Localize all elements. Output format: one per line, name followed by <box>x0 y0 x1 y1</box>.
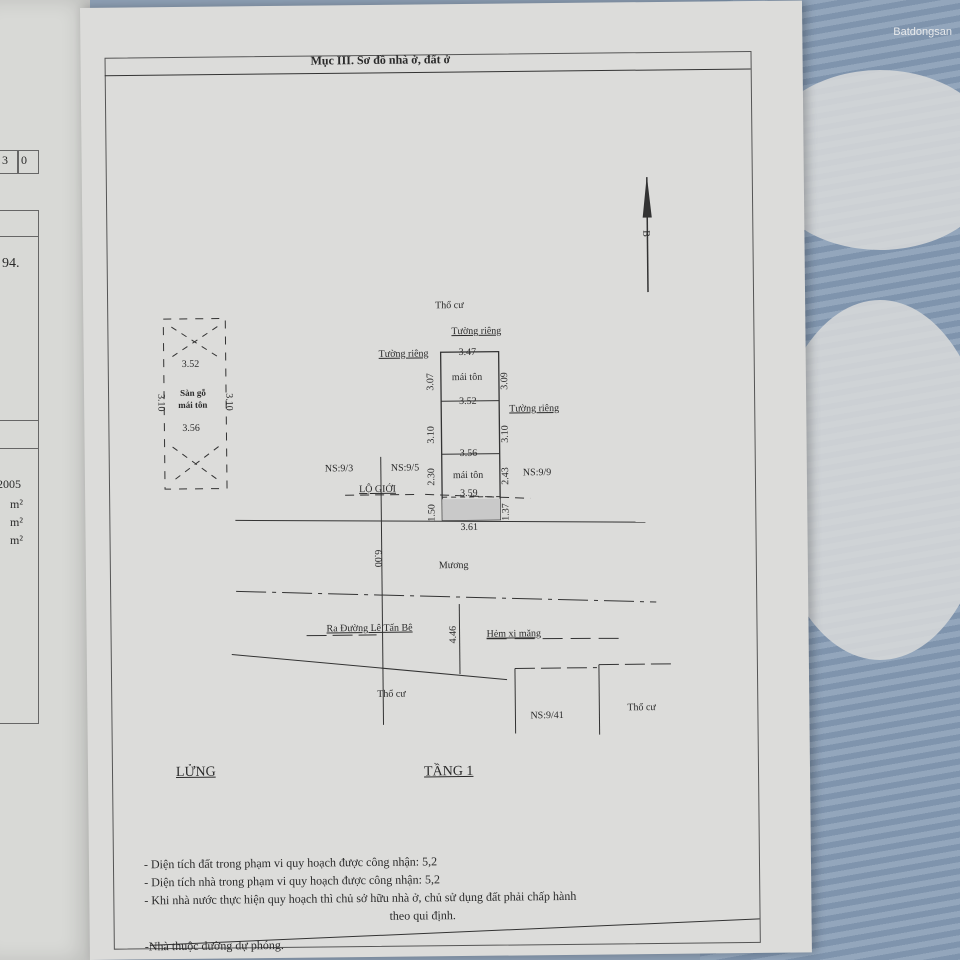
left-text: 94. <box>2 256 20 271</box>
left-page: 3 0 94. .2005 m² m² m² <box>0 0 90 960</box>
wall-label: Tường riêng <box>451 325 502 338</box>
length-label: 3.10 <box>499 425 511 443</box>
note-land-area: - Diện tích đất trong phạm vi quy hoạch … <box>143 854 438 872</box>
left-date: .2005 <box>0 477 21 491</box>
alley-label: Hẻm xi măng <box>486 628 542 640</box>
unit: m² <box>10 497 23 511</box>
wall-label: Tường riêng <box>509 403 560 415</box>
dimension-label: 4.46 <box>447 625 459 644</box>
neighbor-label: Thổ cư <box>435 299 464 312</box>
note-road: -Nhà thuộc đường dự phóng. <box>144 937 284 954</box>
neighbor-label: NS:9/41 <box>530 709 564 722</box>
canal-label: Mương <box>438 559 469 572</box>
length-label: 2.43 <box>500 467 512 485</box>
plan-title-tang1: TẦNG 1 <box>423 763 474 780</box>
length-label: 3.10 <box>425 426 437 444</box>
dimension-label: 6.00 <box>371 549 384 568</box>
dimension-label: 3.56 <box>182 422 200 434</box>
unit: m² <box>10 533 23 547</box>
width-label: 3.61 <box>460 521 479 534</box>
compass-label: B <box>640 230 652 237</box>
length-label: 2.30 <box>426 468 438 486</box>
note-planning-cont: theo qui định. <box>389 908 456 923</box>
document-page: Mục III. Sơ đồ nhà ở, đất ở B 3.52 3.56 … <box>80 0 812 960</box>
roof-material-label: mái tôn <box>178 399 208 410</box>
neighbor-label: NS:9/3 <box>324 463 354 475</box>
site-plan-drawing <box>104 68 760 946</box>
page-title: Mục III. Sơ đồ nhà ở, đất ở <box>310 52 451 68</box>
neighbor-label: NS:9/9 <box>522 467 552 479</box>
watermark: Batdongsan <box>893 26 952 38</box>
floor-material-label: Sàn gỗ <box>179 387 206 398</box>
wall-label: Tường riêng <box>378 348 429 360</box>
roof-label: mái tôn <box>452 469 484 482</box>
length-label: 1.37 <box>500 503 512 521</box>
width-label: 3.47 <box>458 346 477 359</box>
width-label: 3.59 <box>460 487 478 500</box>
cell-digit: 3 <box>2 153 8 167</box>
length-label: 3.07 <box>425 373 437 391</box>
length-label: 1.50 <box>426 504 438 522</box>
length-label: 3.09 <box>499 372 511 390</box>
width-label: 3.52 <box>459 395 477 408</box>
roof-label: mái tôn <box>451 371 483 384</box>
dimension-label: 3.52 <box>181 358 200 370</box>
dimension-label: 3.10 <box>155 393 167 412</box>
note-house-area: - Diện tích nhà trong phạm vi quy hoạch … <box>144 872 440 890</box>
width-label: 3.56 <box>459 447 478 460</box>
road-label: Ra Đường Lê Tấn Bê <box>326 622 413 635</box>
boundary-label: LỘ GIỚI <box>359 483 397 496</box>
neighbor-label: Thổ cư <box>377 688 406 700</box>
neighbor-label: NS:9/5 <box>390 462 420 474</box>
neighbor-label: Thổ cư <box>627 702 656 714</box>
plan-title-lung: LỬNG <box>175 764 216 781</box>
unit: m² <box>10 515 23 529</box>
cell-digit: 0 <box>21 153 27 167</box>
dimension-label: 3.10 <box>223 393 235 411</box>
